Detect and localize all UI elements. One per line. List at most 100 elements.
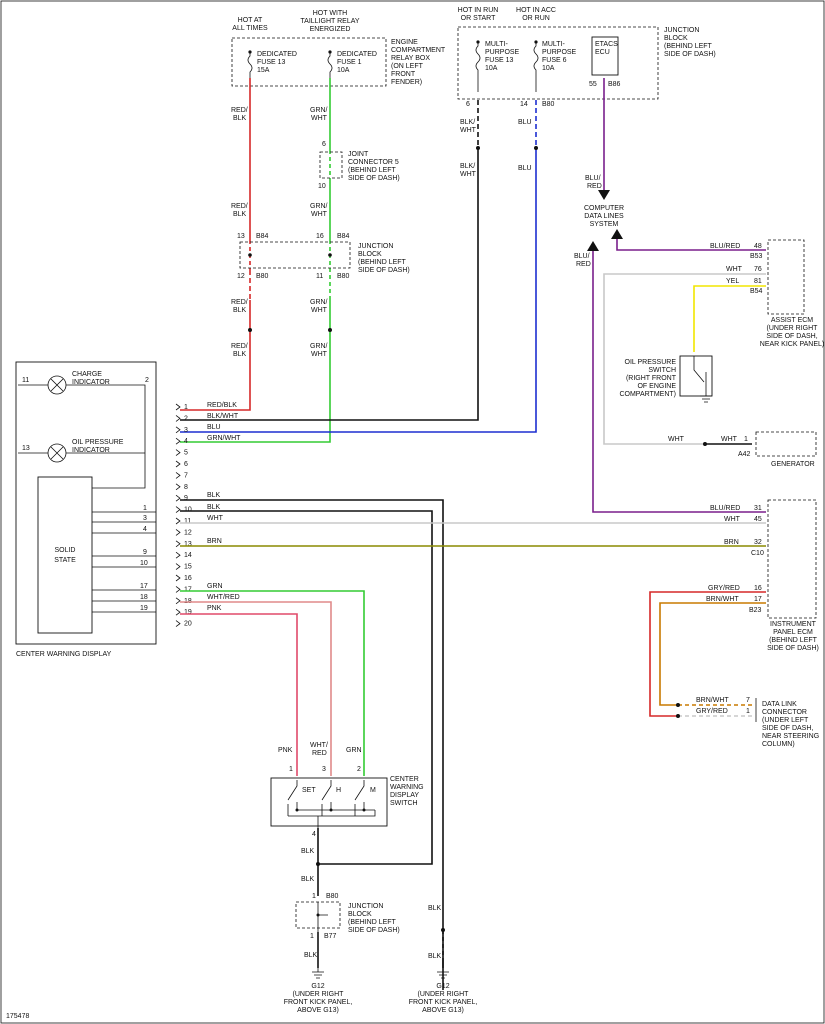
- label-assist-yel: YEL: [726, 278, 739, 285]
- svg-text:CENTER: CENTER: [390, 776, 419, 783]
- label-blu-1: BLU: [518, 119, 532, 126]
- label-blu-2: BLU: [518, 165, 532, 172]
- dlc-pin-1: 1: [746, 708, 750, 715]
- svg-text:BLK: BLK: [233, 351, 247, 358]
- label-assist-blured: BLU/RED: [710, 243, 740, 250]
- ip-pin-16: 16: [754, 585, 762, 592]
- svg-text:3: 3: [143, 515, 147, 522]
- cwd-wire-label-9: BLK: [207, 492, 221, 499]
- wire-blk-pin10: [180, 510, 433, 865]
- svg-text:SIDE OF DASH): SIDE OF DASH): [348, 175, 400, 182]
- jbm-pin-16: 16: [316, 233, 324, 240]
- svg-text:FENDER): FENDER): [391, 79, 422, 86]
- svg-text:SWITCH: SWITCH: [390, 800, 418, 807]
- cwd-pin-marker-10: [175, 506, 181, 513]
- cwd-pin-marker-2: [175, 415, 181, 422]
- svg-text:COMPARTMENT: COMPARTMENT: [391, 47, 446, 54]
- wire-yel-oil: [693, 285, 766, 352]
- label-blk-wht-1: BLK/WHT: [460, 119, 477, 134]
- ground-g12a-icon: [312, 968, 324, 979]
- svg-text:RED: RED: [576, 261, 591, 268]
- svg-text:(BEHIND LEFT: (BEHIND LEFT: [348, 167, 397, 174]
- source-hot-all-times-1: HOT AT: [238, 17, 263, 24]
- ip-pin-31: 31: [754, 505, 762, 512]
- cwd-pin-5: 5: [184, 450, 188, 457]
- svg-text:WHT: WHT: [460, 171, 477, 178]
- svg-text:GRN/: GRN/: [310, 299, 328, 306]
- cwd-pin-marker-13: [175, 540, 181, 548]
- pin-6-jb: 6: [466, 101, 470, 108]
- svg-text:(ON LEFT: (ON LEFT: [391, 63, 424, 70]
- cwd-pin-7: 7: [184, 472, 188, 479]
- cwd-switch-label: CENTER WARNING DISPLAY SWITCH: [390, 776, 424, 807]
- svg-text:BLOCK: BLOCK: [664, 35, 688, 42]
- source-hot-acc-2: OR RUN: [522, 15, 550, 22]
- conn-b80-top: B80: [542, 101, 555, 108]
- figure-id: 175478: [6, 1013, 29, 1020]
- svg-text:DATA LINES: DATA LINES: [584, 213, 624, 220]
- wire-cdl-ipecm: [592, 246, 766, 513]
- cwd-pin-marker-14: [175, 551, 181, 559]
- assist-ecm-box: [767, 239, 805, 315]
- cwd-wire-label-10: BLK: [207, 504, 221, 511]
- svg-text:11: 11: [22, 377, 29, 384]
- source-hot-run-1: HOT IN RUN: [458, 7, 499, 14]
- cwd-switch-box: [270, 777, 388, 827]
- dlc-label: DATA LINK CONNECTOR (UNDER LEFT SIDE OF …: [762, 701, 819, 748]
- wire-grn-wht-lower: [180, 300, 331, 443]
- svg-text:4: 4: [143, 526, 147, 533]
- svg-text:SET: SET: [302, 787, 316, 794]
- svg-text:(BEHIND LEFT: (BEHIND LEFT: [348, 919, 397, 926]
- junction-block-top-outline: [457, 26, 659, 100]
- junction-block-top-label: JUNCTION BLOCK (BEHIND LEFT SIDE OF DASH…: [664, 27, 716, 58]
- svg-text:GRN/: GRN/: [310, 107, 328, 114]
- label-blk-g12b-2: BLK: [428, 953, 442, 960]
- svg-text:WHT: WHT: [311, 115, 328, 122]
- cwd-pin-14: 14: [184, 552, 192, 559]
- svg-text:G12: G12: [436, 983, 449, 990]
- jbm-pin-12: 12: [237, 273, 245, 280]
- junction-block-bottom-label: JUNCTION BLOCK (BEHIND LEFT SIDE OF DASH…: [348, 903, 400, 934]
- relay-box-label: ENGINE COMPARTMENT RELAY BOX (ON LEFT FR…: [391, 39, 446, 86]
- jbb-b77: B77: [324, 933, 337, 940]
- svg-text:(BEHIND LEFT: (BEHIND LEFT: [769, 637, 818, 644]
- label-ip-brn: BRN: [724, 539, 739, 546]
- svg-text:2: 2: [145, 377, 149, 384]
- label-sw-whtred: WHT/RED: [310, 742, 328, 757]
- cwd-pin-marker-1: [175, 403, 181, 411]
- svg-text:OIL PRESSURE: OIL PRESSURE: [72, 439, 124, 446]
- svg-text:FRONT: FRONT: [391, 71, 416, 78]
- svg-text:10A: 10A: [542, 65, 555, 72]
- svg-text:RED/: RED/: [231, 343, 248, 350]
- jbm-b80-a: B80: [256, 273, 269, 280]
- svg-text:(UNDER RIGHT: (UNDER RIGHT: [767, 325, 819, 332]
- ip-ecm-label: INSTRUMENT PANEL ECM (BEHIND LEFT SIDE O…: [767, 621, 819, 652]
- svg-text:BLK/: BLK/: [460, 119, 475, 126]
- cwd-pin-marker-19: [175, 608, 181, 616]
- cwd-pin-12: 12: [184, 529, 192, 536]
- svg-text:10A: 10A: [337, 67, 350, 74]
- cwd-pin-11: 11: [184, 518, 191, 525]
- svg-text:OIL PRESSURE: OIL PRESSURE: [625, 359, 677, 366]
- svg-text:RED: RED: [312, 750, 327, 757]
- cwd-pin-marker-11: [175, 517, 181, 525]
- label-red-blk-2: RED/BLK: [231, 203, 248, 218]
- svg-text:OF ENGINE: OF ENGINE: [637, 383, 676, 390]
- wire-red-blk-lower: [180, 300, 251, 411]
- ground-g12b-icon: [437, 968, 449, 979]
- gen-a42: A42: [738, 451, 751, 458]
- cwd-pin-4: 4: [184, 438, 188, 445]
- svg-text:MULTI-: MULTI-: [485, 41, 508, 48]
- label-gen-wht-1: WHT: [668, 436, 685, 443]
- cwd-pin-15: 15: [184, 564, 192, 571]
- label-ip-gryred: GRY/RED: [708, 585, 740, 592]
- jbm-b84-b: B84: [337, 233, 350, 240]
- label-dlc-brnwht: BRN/WHT: [696, 697, 729, 704]
- svg-text:PANEL ECM: PANEL ECM: [773, 629, 813, 636]
- svg-text:(UNDER LEFT: (UNDER LEFT: [762, 717, 809, 724]
- source-taillight-3: ENERGIZED: [310, 26, 351, 33]
- svg-text:19: 19: [140, 605, 148, 612]
- wire-brn-wht-dlc: [659, 602, 766, 706]
- svg-text:WHT: WHT: [311, 307, 328, 314]
